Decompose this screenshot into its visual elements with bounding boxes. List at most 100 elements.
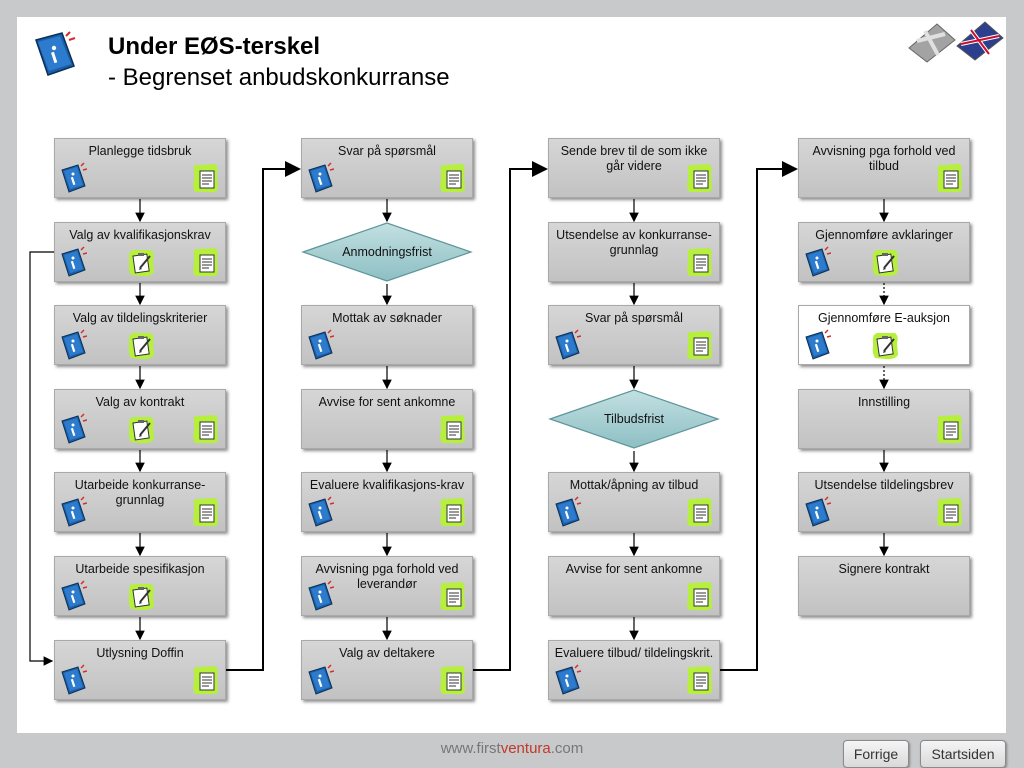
book-info-icon[interactable] [306, 580, 335, 612]
decision-anmodningsfrist: Anmodningsfrist [301, 221, 473, 283]
document-icon[interactable] [191, 413, 219, 445]
step-label: Utsendelse av konkurranse-grunnlag [556, 228, 712, 257]
process-step[interactable]: Utsendelse av konkurranse-grunnlag [548, 222, 720, 282]
clipboard-pen-icon[interactable] [871, 329, 899, 361]
document-icon[interactable] [685, 329, 713, 361]
document-icon[interactable] [438, 580, 466, 612]
document-icon[interactable] [935, 162, 963, 194]
process-step[interactable]: Mottak av søknader [301, 305, 473, 365]
book-info-icon[interactable] [59, 664, 88, 696]
document-icon[interactable] [191, 162, 219, 194]
process-step[interactable]: Evaluere kvalifikasjons-krav [301, 472, 473, 532]
step-label: Valg av tildelingskriterier [72, 311, 208, 325]
step-label: Avvise for sent ankomne [318, 395, 456, 409]
clipboard-pen-icon[interactable] [127, 413, 155, 445]
book-info-icon[interactable] [59, 246, 88, 278]
document-icon[interactable] [438, 413, 466, 445]
document-icon[interactable] [935, 413, 963, 445]
step-label: Evaluere kvalifikasjons-krav [309, 478, 465, 492]
page-subtitle: - Begrenset anbudskonkurranse [108, 64, 450, 91]
step-label: Innstilling [857, 395, 911, 409]
step-label: Svar på spørsmål [338, 144, 436, 158]
process-step[interactable]: Evaluere tilbud/ tildelingskrit. [548, 640, 720, 700]
step-label: Valg av kontrakt [95, 395, 185, 409]
document-icon[interactable] [685, 162, 713, 194]
book-info-icon[interactable] [306, 664, 335, 696]
clipboard-pen-icon[interactable] [127, 580, 155, 612]
process-step[interactable]: Gjennomføre E-auksjon [798, 305, 970, 365]
book-info-icon[interactable] [803, 329, 832, 361]
process-step[interactable]: Valg av tildelingskriterier [54, 305, 226, 365]
process-step[interactable]: Mottak/åpning av tilbud [548, 472, 720, 532]
book-info-icon[interactable] [803, 246, 832, 278]
book-info-icon[interactable] [59, 413, 88, 445]
decision-label: Anmodningsfrist [342, 245, 432, 259]
step-label: Avvisning pga forhold ved tilbud [812, 144, 956, 173]
process-step[interactable]: Sende brev til de som ikke går videre [548, 138, 720, 198]
norwegian-flag-icon[interactable] [908, 23, 956, 63]
clipboard-pen-icon[interactable] [127, 246, 155, 278]
process-step[interactable]: Avvisning pga forhold ved tilbud [798, 138, 970, 198]
clipboard-pen-icon[interactable] [871, 246, 899, 278]
process-step[interactable]: Utsendelse tildelingsbrev [798, 472, 970, 532]
document-icon[interactable] [935, 496, 963, 528]
step-label: Utlysning Doffin [96, 646, 184, 660]
step-label: Utarbeide konkurranse-grunnlag [74, 478, 206, 507]
document-icon[interactable] [438, 664, 466, 696]
book-info-icon[interactable] [553, 496, 582, 528]
book-info-icon[interactable] [803, 496, 832, 528]
step-label: Utarbeide spesifikasjon [75, 562, 205, 576]
process-step[interactable]: Gjennomføre avklaringer [798, 222, 970, 282]
step-label: Svar på spørsmål [585, 311, 683, 325]
process-step[interactable]: Avvisning pga forhold ved leverandør [301, 556, 473, 616]
step-label: Gjennomføre avklaringer [815, 228, 953, 242]
document-icon[interactable] [438, 496, 466, 528]
book-info-icon[interactable] [59, 162, 88, 194]
process-step[interactable]: Svar på spørsmål [548, 305, 720, 365]
decision-tilbudsfrist: Tilbudsfrist [548, 388, 720, 450]
process-step[interactable]: Signere kontrakt [798, 556, 970, 616]
process-step[interactable]: Utarbeide konkurranse-grunnlag [54, 472, 226, 532]
document-icon[interactable] [191, 496, 219, 528]
step-label: Valg av deltakere [339, 646, 435, 660]
document-icon[interactable] [438, 162, 466, 194]
book-info-icon[interactable] [306, 329, 335, 361]
book-info-icon[interactable] [306, 162, 335, 194]
prev-button[interactable]: Forrige [843, 740, 909, 768]
column-connector [226, 161, 301, 671]
book-info-icon[interactable] [59, 496, 88, 528]
document-icon[interactable] [685, 580, 713, 612]
step-label: Planlegge tidsbruk [88, 144, 192, 158]
document-icon[interactable] [685, 246, 713, 278]
book-info-icon[interactable] [59, 329, 88, 361]
column-connector [473, 161, 548, 671]
process-step[interactable]: Utlysning Doffin [54, 640, 226, 700]
step-label: Mottak/åpning av tilbud [569, 478, 699, 492]
clipboard-pen-icon[interactable] [127, 329, 155, 361]
book-info-icon[interactable] [306, 496, 335, 528]
step-label: Sende brev til de som ikke går videre [560, 144, 708, 173]
document-icon[interactable] [191, 664, 219, 696]
document-icon[interactable] [685, 664, 713, 696]
process-step[interactable]: Planlegge tidsbruk [54, 138, 226, 198]
footer-url[interactable]: www.firstventura.com [440, 740, 584, 757]
book-info-icon[interactable] [553, 329, 582, 361]
book-info-icon[interactable] [553, 664, 582, 696]
process-step[interactable]: Valg av kvalifikasjonskrav [54, 222, 226, 282]
process-step[interactable]: Valg av kontrakt [54, 389, 226, 449]
process-step[interactable]: Avvise for sent ankomne [301, 389, 473, 449]
process-step[interactable]: Utarbeide spesifikasjon [54, 556, 226, 616]
step-label: Utsendelse tildelingsbrev [814, 478, 954, 492]
document-icon[interactable] [191, 246, 219, 278]
home-button[interactable]: Startsiden [920, 740, 1006, 768]
english-flag-icon[interactable] [956, 21, 1004, 61]
process-step[interactable]: Valg av deltakere [301, 640, 473, 700]
process-step[interactable]: Svar på spørsmål [301, 138, 473, 198]
process-step[interactable]: Innstilling [798, 389, 970, 449]
book-info-icon[interactable] [59, 580, 88, 612]
step-label: Mottak av søknader [332, 311, 442, 325]
step-label: Evaluere tilbud/ tildelingskrit. [554, 646, 714, 660]
document-icon[interactable] [685, 496, 713, 528]
process-step[interactable]: Avvise for sent ankomne [548, 556, 720, 616]
